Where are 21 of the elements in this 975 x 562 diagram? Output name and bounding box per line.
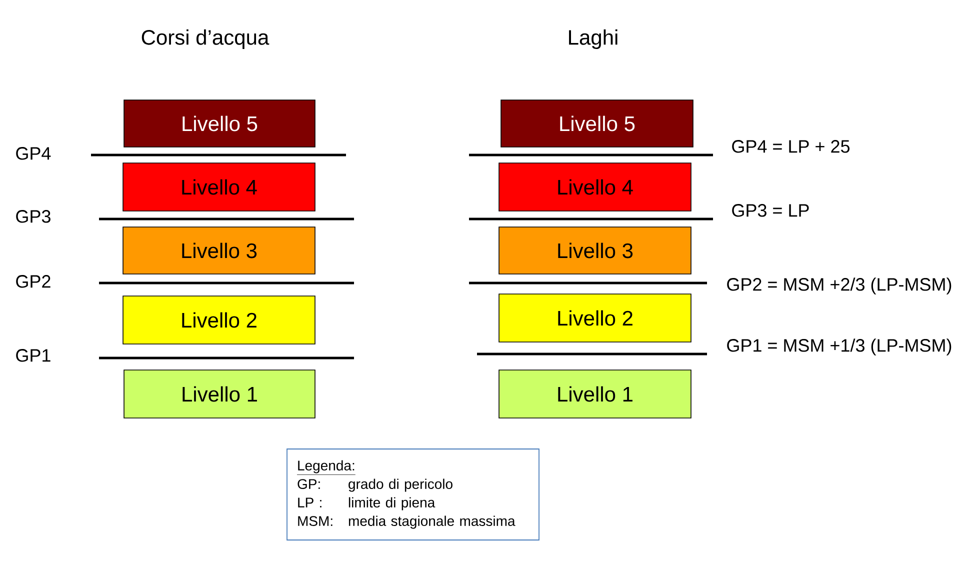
formula-label: GP2 = MSM +2/3 (LP-MSM) [727,278,952,294]
threshold-label: GP1 [16,349,50,362]
threshold-label: GP4 [16,147,51,160]
level-box: Livello 2 [122,296,316,344]
threshold-label: GP2 [16,275,50,288]
column-heading: Corsi d’acqua [142,29,270,49]
level-box: Livello 5 [124,100,316,148]
formula-label: GP3 = LP [732,204,809,217]
level-box: Livello 5 [500,100,694,148]
level-box: Livello 1 [124,370,316,418]
level-box: Livello 4 [498,162,692,212]
level-box: Livello 3 [498,226,692,274]
level-box: Livello 4 [122,162,316,212]
level-box: Livello 1 [498,370,692,418]
level-box: Livello 3 [122,226,316,274]
level-box: Livello 2 [498,294,692,342]
formula-label: GP4 = LP + 25 [732,140,850,153]
formula-label: GP1 = MSM +1/3 (LP-MSM) [727,338,952,356]
column-heading: Laghi [569,29,618,49]
threshold-label: GP3 [16,210,50,223]
legend-box: Legenda: GP: grado di pericolo LP : limite di piena MSM: media stagionale massima [286,448,540,540]
